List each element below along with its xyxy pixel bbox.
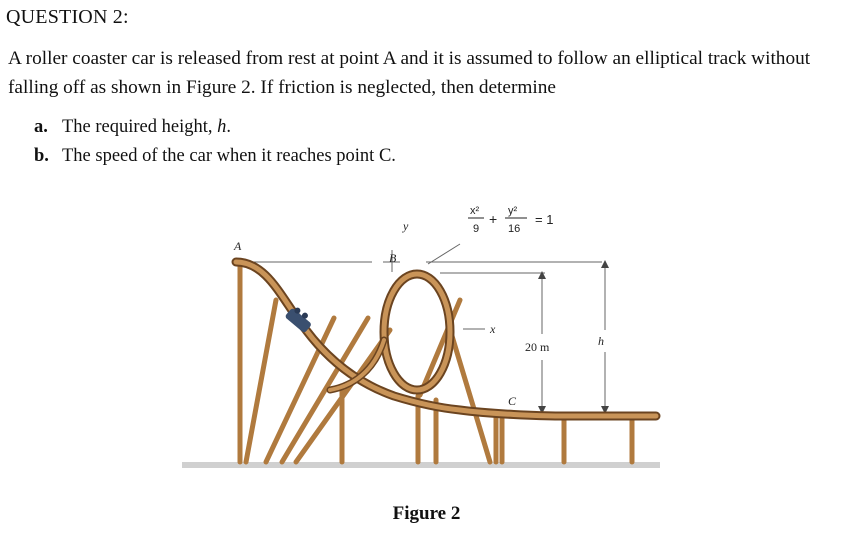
equation-leader-line <box>427 243 461 265</box>
item-a-label: a. <box>34 117 48 137</box>
label-20m: 20 m <box>525 340 550 354</box>
label-b: B <box>389 251 397 265</box>
eq-y-denominator: 16 <box>508 223 520 235</box>
loop-exit <box>328 338 386 392</box>
dimension-lines <box>244 243 606 412</box>
item-a-text: The required height, <box>62 117 218 137</box>
track <box>231 257 661 421</box>
arrow-h-top <box>601 260 609 268</box>
item-a-tail: . <box>226 117 232 137</box>
item-b-label: b. <box>34 146 49 166</box>
beam-2 <box>263 315 337 465</box>
support-beams <box>237 259 635 465</box>
loop-brace-right <box>449 333 493 465</box>
question-items: a. The required height, h. b. The speed of… <box>34 113 396 171</box>
item-b-text: The speed of the car when it reaches poi… <box>62 146 396 166</box>
question-heading: QUESTION 2: <box>6 6 129 28</box>
eq-x-denominator: 9 <box>473 223 479 235</box>
item-b: b. The speed of the car when it reaches p… <box>34 142 396 171</box>
item-a-variable: h <box>217 117 227 137</box>
eq-rhs: = 1 <box>535 212 553 227</box>
figure-caption: Figure 2 <box>392 503 461 524</box>
item-a: a. The required height, h. <box>34 113 396 142</box>
label-a: A <box>233 239 242 253</box>
eq-y-numerator: y² <box>508 205 518 217</box>
roller-coaster-car <box>285 307 311 333</box>
track-main <box>233 259 659 419</box>
eq-plus: + <box>489 211 497 227</box>
label-h: h <box>598 334 604 348</box>
dimension-arrows <box>538 260 609 414</box>
arrow-20m-top <box>538 271 546 279</box>
ground-shadow <box>182 462 660 468</box>
label-c: C <box>508 394 517 408</box>
eq-x-numerator: x² <box>470 205 480 217</box>
arrow-20m-bottom <box>538 406 546 414</box>
label-y: y <box>402 219 409 233</box>
car-rider-2 <box>301 312 308 319</box>
label-x: x <box>489 322 496 336</box>
beam-1 <box>243 297 279 465</box>
elliptical-loop <box>381 271 453 393</box>
arrow-h-bottom <box>601 406 609 414</box>
car-body <box>285 308 311 333</box>
question-paragraph: A roller coaster car is released from re… <box>8 48 811 98</box>
beam-3 <box>279 315 371 465</box>
ellipse-equation: x² 9 + y² 16 = 1 <box>468 205 553 235</box>
car-rider-1 <box>294 307 301 314</box>
